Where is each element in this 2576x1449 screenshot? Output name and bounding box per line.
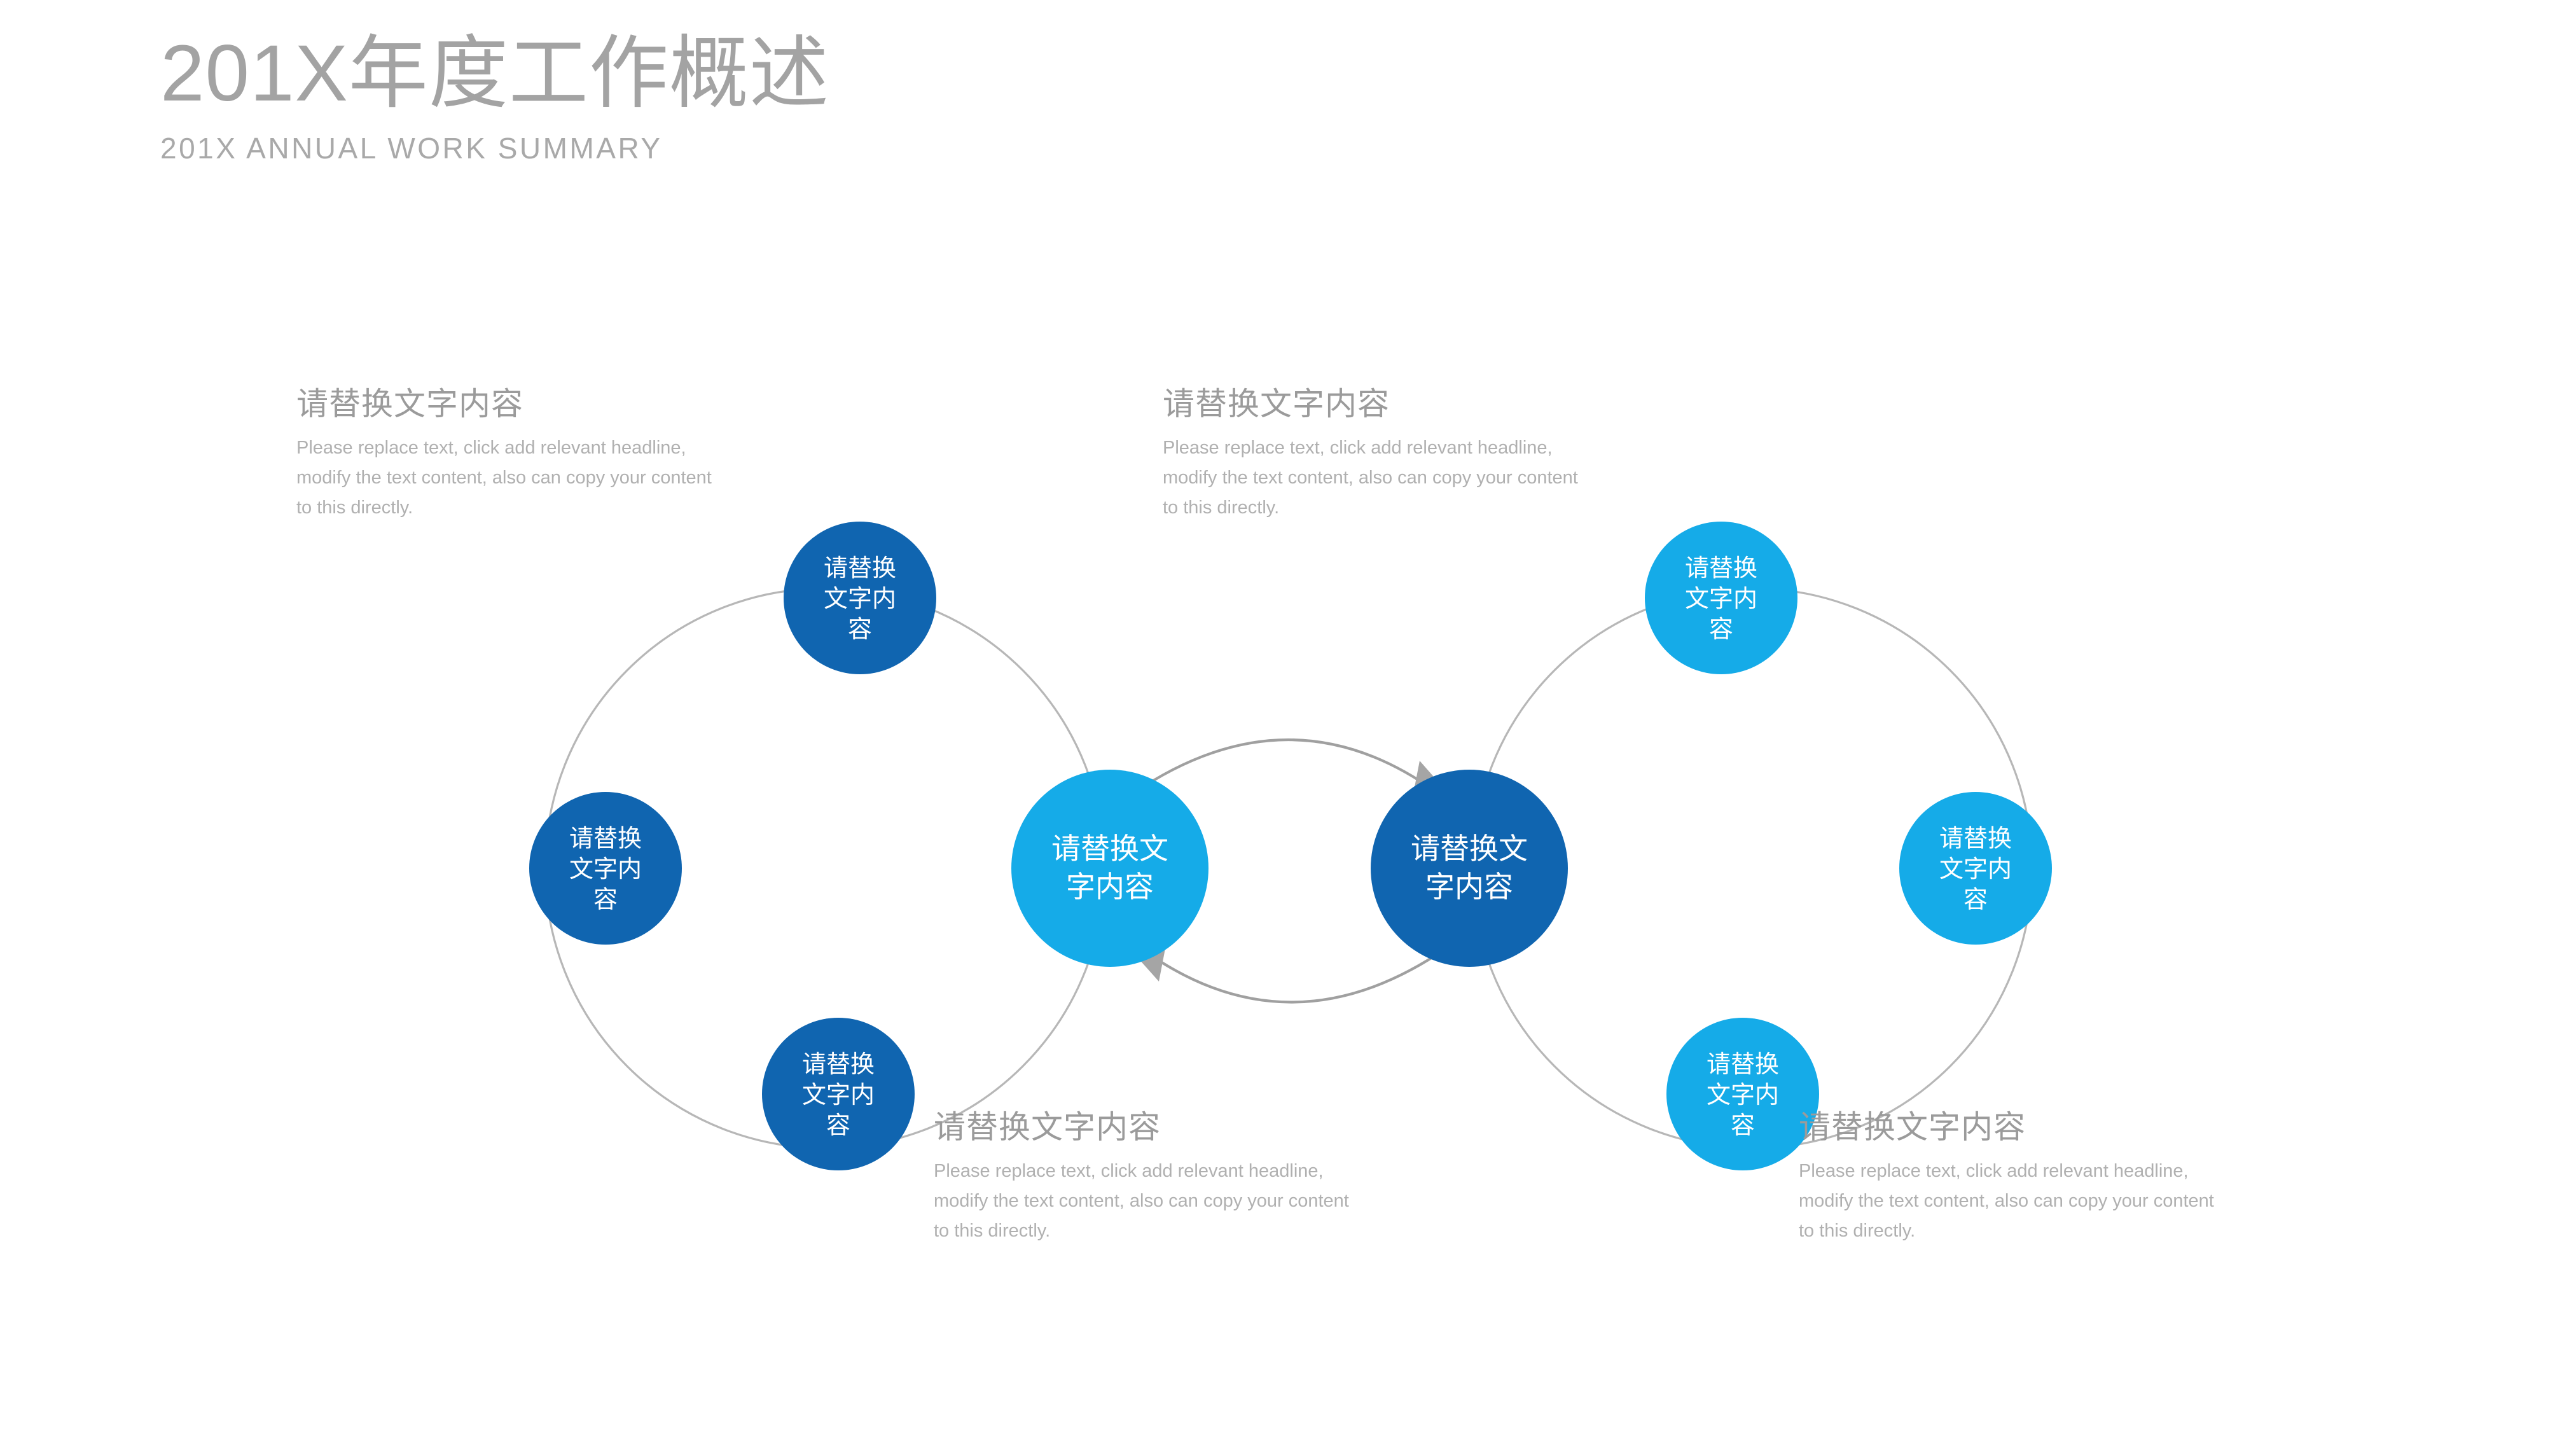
arrow-top-path — [1132, 738, 1437, 794]
caption-bottom-left-heading: 请替换文字内容 — [934, 1109, 1161, 1145]
node-left-middle-circle[interactable] — [529, 792, 682, 945]
node-left-middle-line1: 请替换 — [569, 826, 642, 852]
node-center-right-line1: 请替换文 — [1411, 832, 1528, 865]
page-subtitle: 201X ANNUAL WORK SUMMARY — [160, 131, 663, 165]
node-right-bottom-line3: 容 — [1731, 1113, 1755, 1139]
node-left-bottom-line2: 文字内 — [802, 1082, 875, 1109]
node-left-bottom-line1: 请替换 — [802, 1051, 875, 1078]
node-right-top-line1: 请替换 — [1685, 555, 1757, 582]
node-right-middle-line2: 文字内 — [1939, 856, 2012, 883]
node-right-middle-line1: 请替换 — [1939, 826, 2012, 852]
node-left-middle[interactable]: 请替换 文字内 容 — [529, 792, 682, 945]
caption-bottom-right-heading: 请替换文字内容 — [1799, 1109, 2026, 1145]
caption-top-right: 请替换文字内容 Please replace text, click add r… — [1163, 387, 1578, 523]
page-title: 201X年度工作概述 — [160, 29, 829, 118]
node-center-left-line2: 字内容 — [1066, 870, 1154, 903]
node-right-top-line3: 容 — [1709, 616, 1733, 643]
node-center-left-line1: 请替换文 — [1051, 832, 1168, 865]
caption-bottom-right: 请替换文字内容 Please replace text, click add r… — [1799, 1110, 2214, 1246]
node-right-top-circle[interactable] — [1645, 522, 1797, 674]
node-right-bottom-line2: 文字内 — [1707, 1082, 1779, 1109]
node-right-middle[interactable]: 请替换 文字内 容 — [1899, 792, 2052, 945]
node-left-top-circle[interactable] — [784, 522, 936, 674]
node-right-bottom-circle[interactable] — [1666, 1018, 1819, 1170]
node-right-bottom[interactable]: 请替换 文字内 容 — [1666, 1018, 1819, 1170]
caption-top-left-heading: 请替换文字内容 — [296, 386, 523, 422]
caption-bottom-right-body: Please replace text, click add relevant … — [1799, 1161, 2214, 1241]
caption-top-left-body: Please replace text, click add relevant … — [296, 438, 712, 518]
arrow-bottom-path — [1142, 948, 1446, 1004]
caption-bottom-left-body: Please replace text, click add relevant … — [934, 1161, 1349, 1241]
node-center-left-circle[interactable] — [1011, 770, 1208, 967]
node-right-top-line2: 文字内 — [1685, 586, 1757, 613]
node-left-bottom[interactable]: 请替换 文字内 容 — [762, 1018, 915, 1170]
node-left-top[interactable]: 请替换 文字内 容 — [784, 522, 936, 674]
node-right-top[interactable]: 请替换 文字内 容 — [1645, 522, 1797, 674]
node-left-bottom-line3: 容 — [826, 1113, 850, 1139]
node-center-right[interactable]: 请替换文 字内容 — [1371, 770, 1568, 967]
node-center-right-line2: 字内容 — [1425, 870, 1513, 903]
node-left-middle-line3: 容 — [593, 887, 618, 913]
title-block: 201X年度工作概述 201X ANNUAL WORK SUMMARY — [160, 33, 829, 165]
node-left-top-line1: 请替换 — [824, 555, 896, 582]
caption-top-right-body: Please replace text, click add relevant … — [1163, 438, 1578, 518]
node-center-left[interactable]: 请替换文 字内容 — [1011, 770, 1208, 967]
caption-top-left: 请替换文字内容 Please replace text, click add r… — [296, 387, 712, 523]
node-center-right-circle[interactable] — [1371, 770, 1568, 967]
node-left-top-line2: 文字内 — [824, 586, 896, 613]
node-left-top-line3: 容 — [848, 616, 872, 643]
node-left-bottom-circle[interactable] — [762, 1018, 915, 1170]
node-right-bottom-line1: 请替换 — [1707, 1051, 1779, 1078]
caption-top-right-heading: 请替换文字内容 — [1163, 386, 1390, 422]
caption-bottom-left: 请替换文字内容 Please replace text, click add r… — [934, 1110, 1349, 1246]
node-left-middle-line2: 文字内 — [569, 856, 642, 883]
node-right-middle-circle[interactable] — [1899, 792, 2052, 945]
node-right-middle-line3: 容 — [1963, 887, 1988, 913]
